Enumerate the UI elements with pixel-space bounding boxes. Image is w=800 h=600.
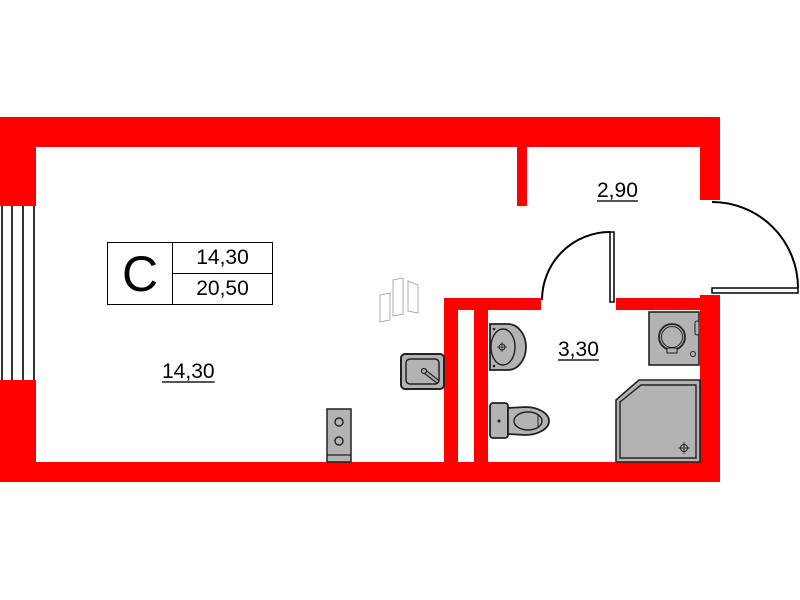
apartment-type: C (108, 243, 173, 304)
walls (0, 117, 720, 482)
entrance-door[interactable] (711, 201, 799, 294)
hallway-area-label: 2,90 (597, 179, 638, 202)
washing-machine (648, 311, 700, 366)
wardrobe (379, 277, 419, 323)
kitchen-sink (400, 353, 445, 390)
total-area-value: 20,50 (196, 277, 249, 300)
apartment-legend: C 14,30 20,50 (107, 242, 273, 305)
bathroom-area-label: 3,30 (558, 338, 599, 361)
bathroom-door[interactable] (541, 231, 615, 303)
stove (326, 408, 352, 463)
washbasin (489, 323, 527, 371)
toilet (489, 402, 550, 439)
living-area-value: 14,30 (173, 243, 272, 274)
living-room-area-label: 14,30 (162, 360, 215, 383)
shower-tray (615, 379, 701, 463)
window (1, 206, 35, 380)
